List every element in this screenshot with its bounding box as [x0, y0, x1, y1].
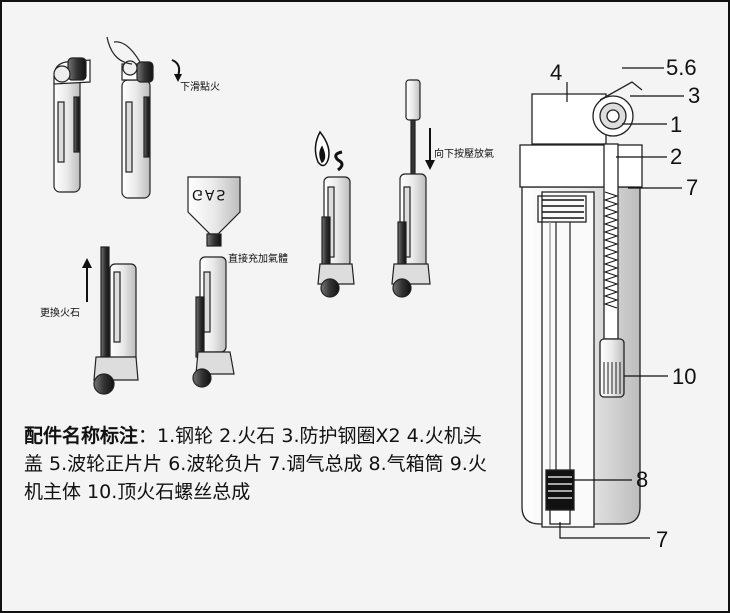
- tool-rod: [405, 79, 421, 176]
- caption-flint: 更換火石: [40, 308, 80, 319]
- callout-3: 3: [688, 83, 701, 108]
- callout-7-top: 7: [686, 175, 699, 200]
- spark-icon: [334, 150, 344, 172]
- lighter-refill: [192, 256, 235, 388]
- leader-lines: [559, 67, 684, 539]
- valve-thread: [542, 199, 584, 219]
- caption-ignite: 下滑點火: [180, 82, 220, 93]
- parts-heading: 配件名称标注: [24, 425, 139, 447]
- gas-can: [187, 176, 241, 247]
- parts-legend: 配件名称标注：1.钢轮 2.火石 3.防护钢圈X2 4.火机头盖 5.波轮正片片…: [24, 422, 494, 506]
- lighter-flame: [317, 176, 355, 298]
- callout-8: 8: [636, 467, 649, 492]
- lighter-ignite: [106, 36, 154, 199]
- lighter-closed: [53, 57, 91, 193]
- caption-press: 向下按壓放氣: [434, 149, 494, 160]
- callout-2: 2: [670, 144, 683, 169]
- cross-section: [519, 81, 643, 528]
- caption-refill: 直接充加氣體: [228, 254, 288, 265]
- parts-list: ：1.钢轮 2.火石 3.防护钢圈X2 4.火机头盖 5.波轮正片片 6.波轮负…: [24, 425, 487, 503]
- callout-7-bottom: 7: [656, 527, 669, 552]
- flame-icon: [314, 130, 330, 167]
- callout-10: 10: [672, 364, 697, 389]
- callout-1: 1: [670, 112, 683, 137]
- ignite-arrow: [171, 59, 181, 77]
- callout-4: 4: [550, 60, 563, 85]
- gas-can-label: GAS: [192, 186, 228, 202]
- lighter-flint: [93, 246, 139, 395]
- lighter-press: [391, 173, 431, 298]
- callout-5-6: 5.6: [666, 55, 697, 80]
